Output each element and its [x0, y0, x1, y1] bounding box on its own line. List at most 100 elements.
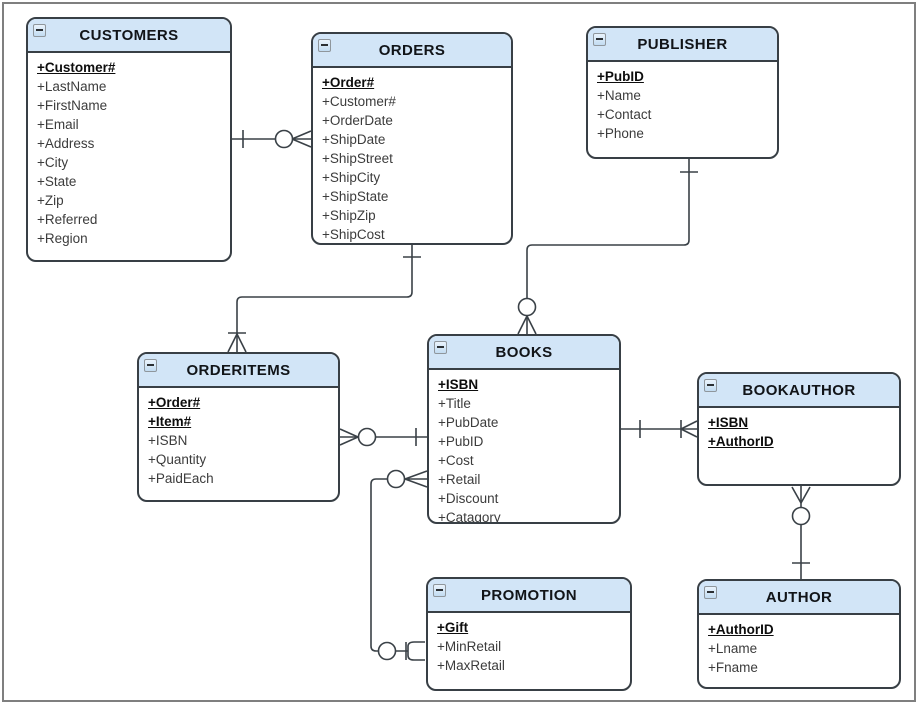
entity-header: BOOKAUTHOR — [699, 374, 899, 408]
collapse-minus-icon[interactable] — [704, 379, 717, 392]
crows-foot — [227, 333, 247, 353]
primary-key-field: +PubID — [597, 69, 644, 84]
entity-header: CUSTOMERS — [28, 19, 230, 53]
field: +PubDate — [438, 415, 499, 430]
relationship-books-promotion — [370, 469, 428, 661]
field: +PubID — [438, 434, 484, 449]
collapse-minus-icon[interactable] — [318, 39, 331, 52]
field: +Address — [37, 136, 95, 151]
entity-header: AUTHOR — [699, 581, 899, 615]
field: +Title — [438, 396, 471, 411]
entity-header: BOOKS — [429, 336, 619, 370]
relationship-bookauthor-author — [791, 486, 811, 579]
field: +Discount — [438, 491, 499, 506]
entity-header: ORDERS — [313, 34, 511, 68]
entity-title: PROMOTION — [480, 586, 578, 604]
primary-key-field: +Customer# — [37, 60, 116, 75]
collapse-minus-icon[interactable] — [433, 584, 446, 597]
entity-field-list: +ISBN +Title +PubDate +PubID +Cost +Retail +Di… — [429, 370, 619, 524]
entity-author[interactable]: AUTHOR +AuthorID +Lname +Fname — [697, 579, 901, 689]
entity-field-list: +AuthorID +Lname +Fname — [699, 615, 899, 679]
field: +Name — [597, 88, 641, 103]
field: +LastName — [37, 79, 107, 94]
collapse-minus-icon[interactable] — [33, 24, 46, 37]
zero-circle — [791, 506, 811, 526]
crows-foot — [339, 428, 359, 446]
relationship-orders-orderitems — [227, 245, 421, 353]
entity-field-list: +Gift+MinRetail+MaxRetail — [428, 613, 630, 677]
entity-bookauthor[interactable]: BOOKAUTHOR +ISBN +AuthorID — [697, 372, 901, 486]
crows-foot — [680, 420, 698, 438]
entity-header: ORDERITEMS — [139, 354, 338, 388]
entity-title: CUSTOMERS — [79, 26, 179, 44]
primary-key-field: +AuthorID — [708, 622, 774, 637]
field: +Retail — [438, 472, 481, 487]
zero-circle — [274, 129, 294, 149]
primary-key-field: +ISBN — [708, 415, 749, 430]
field: +ShipZip — [322, 208, 376, 223]
relationship-books-bookauthor — [621, 420, 698, 438]
collapse-minus-icon[interactable] — [144, 359, 157, 372]
crows-foot — [517, 315, 537, 335]
field: +PaidEach — [148, 471, 214, 486]
relationship-orderitems-books — [339, 427, 427, 447]
entity-title: ORDERS — [378, 41, 446, 59]
entity-publisher[interactable]: PUBLISHER +PubID +Name +Contact +Phone — [586, 26, 779, 159]
relationship-customers-orders — [232, 129, 312, 149]
entity-header: PROMOTION — [428, 579, 630, 613]
field: +Phone — [597, 126, 644, 141]
primary-key-field: +AuthorID — [708, 434, 774, 449]
zero-circle — [377, 641, 397, 661]
zero-circle — [357, 427, 377, 447]
primary-key-field: +Item# — [148, 414, 192, 429]
entity-customers[interactable]: CUSTOMERS +Customer# +LastName +FirstName +E… — [26, 17, 232, 262]
entity-title: ORDERITEMS — [186, 361, 291, 379]
zero-circle — [386, 469, 406, 489]
crows-foot — [404, 470, 428, 488]
field: +ShipCity — [322, 170, 381, 185]
field: +State — [37, 174, 77, 189]
field: +Referred — [37, 212, 98, 227]
entity-field-list: +PubID +Name +Contact +Phone — [588, 62, 777, 145]
entity-orders[interactable]: ORDERS +Order# +Customer# +OrderDate +ShipDa… — [311, 32, 513, 245]
entity-promotion[interactable]: PROMOTION +Gift+MinRetail+MaxRetail — [426, 577, 632, 691]
field: +Cost — [438, 453, 474, 468]
primary-key-field: +Order# — [322, 75, 375, 90]
crows-foot — [291, 130, 312, 148]
field: +Fname — [708, 660, 758, 675]
field: +ShipDate — [322, 132, 386, 147]
field: +Customer# — [322, 94, 396, 109]
entity-title: BOOKAUTHOR — [742, 381, 856, 399]
entity-field-list: +Customer# +LastName +FirstName +Email +Addr… — [28, 53, 230, 250]
entity-title: BOOKS — [495, 343, 553, 361]
range-bracket — [407, 641, 425, 661]
entity-books[interactable]: BOOKS +ISBN +Title +PubDate +PubID +Cost +Reta… — [427, 334, 621, 524]
field: +Lname — [708, 641, 758, 656]
field: +Zip — [37, 193, 64, 208]
entity-field-list: +Order# +Customer# +OrderDate +ShipDate +Shi… — [313, 68, 511, 243]
field: +Catagory — [438, 510, 501, 524]
primary-key-field: +ISBN — [438, 377, 479, 392]
field: +Email — [37, 117, 79, 132]
field: +Contact — [597, 107, 652, 122]
relationship-publisher-books — [517, 159, 698, 335]
field: +Quantity — [148, 452, 207, 467]
zero-circle — [517, 297, 537, 317]
entity-field-list: +ISBN +AuthorID — [699, 408, 899, 453]
field: +FirstName — [37, 98, 108, 113]
primary-key-field: +Order# — [148, 395, 201, 410]
crows-foot — [791, 486, 811, 504]
field: +ShipStreet — [322, 151, 393, 166]
field: +Region — [37, 231, 88, 246]
collapse-minus-icon[interactable] — [593, 33, 606, 46]
entity-title: PUBLISHER — [637, 35, 728, 53]
field: +ShipState — [322, 189, 389, 204]
entity-header: PUBLISHER — [588, 28, 777, 62]
entity-orderitems[interactable]: ORDERITEMS+Order#+Item#+ISBN+Quantity+Pa… — [137, 352, 340, 502]
field: +OrderDate — [322, 113, 393, 128]
collapse-minus-icon[interactable] — [434, 341, 447, 354]
field: +MinRetail — [437, 639, 502, 654]
collapse-minus-icon[interactable] — [704, 586, 717, 599]
entity-field-list: +Order#+Item#+ISBN+Quantity+PaidEach — [139, 388, 338, 490]
